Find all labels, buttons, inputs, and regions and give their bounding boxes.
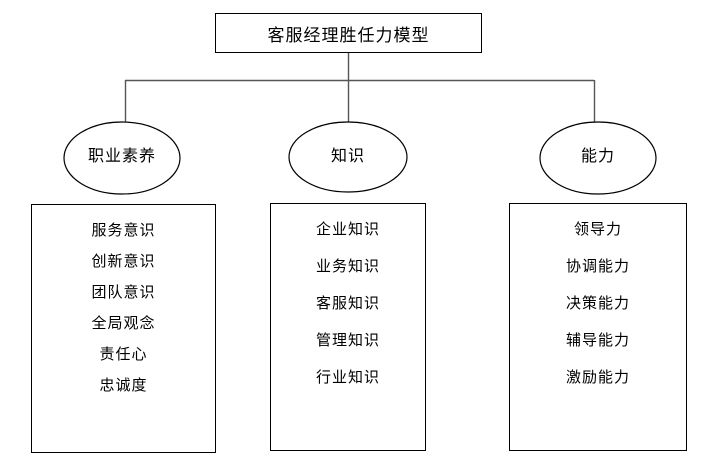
list-item[interactable]: 服务意识: [91, 221, 156, 239]
list-item[interactable]: 管理知识: [315, 331, 380, 349]
list-item[interactable]: 行业知识: [315, 368, 380, 386]
list-item[interactable]: 责任心: [99, 345, 148, 363]
branch-ellipse-2: [539, 121, 657, 195]
branch-ellipse-1: [288, 121, 408, 193]
list-item[interactable]: 领导力: [573, 220, 622, 238]
list-item[interactable]: 决策能力: [565, 294, 630, 312]
list-item[interactable]: 业务知识: [315, 257, 380, 275]
branch-label-knowledge[interactable]: 知识: [330, 146, 365, 165]
list-item[interactable]: 协调能力: [565, 257, 630, 275]
list-item[interactable]: 忠诚度: [99, 376, 148, 394]
list-item[interactable]: 激励能力: [565, 368, 630, 386]
branch-ellipse-0: [63, 121, 181, 195]
list-item[interactable]: 全局观念: [91, 314, 156, 332]
branch-label-ability[interactable]: 能力: [580, 146, 615, 165]
list-item[interactable]: 客服知识: [315, 294, 380, 312]
branch-items-box-ability: 领导力 协调能力 决策能力 辅导能力 激励能力: [509, 203, 687, 451]
list-item[interactable]: 企业知识: [315, 220, 380, 238]
branch-items-box-knowledge: 企业知识 业务知识 客服知识 管理知识 行业知识: [270, 203, 426, 451]
list-item[interactable]: 创新意识: [91, 252, 156, 270]
root-node-box[interactable]: 客服经理胜任力模型: [215, 13, 482, 53]
list-item[interactable]: 团队意识: [91, 283, 156, 301]
list-item[interactable]: 辅导能力: [565, 331, 630, 349]
root-node-label: 客服经理胜任力模型: [267, 25, 430, 46]
branch-items-box-professionalism: 服务意识 创新意识 团队意识 全局观念 责任心 忠诚度: [31, 204, 216, 453]
branch-label-professionalism[interactable]: 职业素养: [87, 146, 156, 165]
